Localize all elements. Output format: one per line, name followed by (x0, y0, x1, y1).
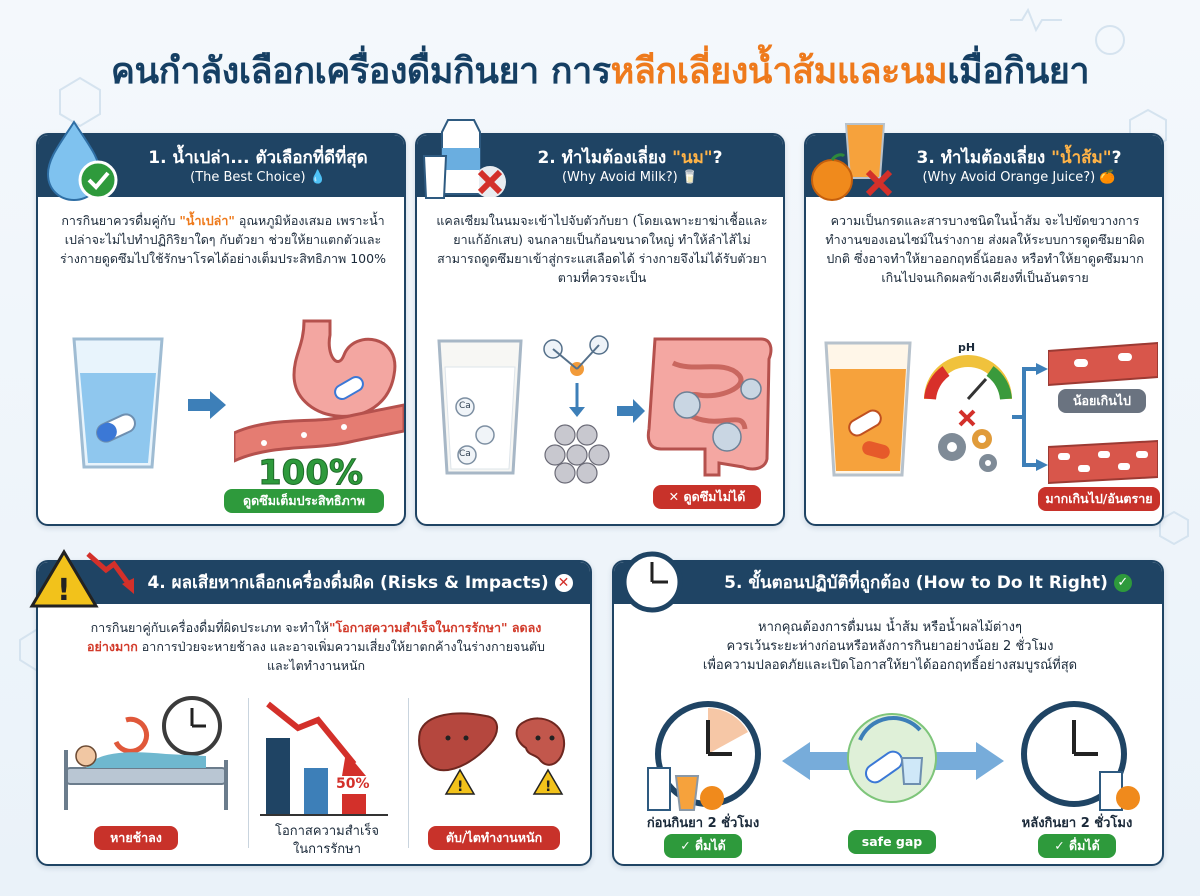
alarm-clock-icon (621, 551, 683, 613)
card-orange-juice: 3. ทำไมต้องเลี่ยง "น้ำส้ม"? (Why Avoid O… (804, 133, 1164, 526)
arrow-right-icon (188, 391, 226, 419)
card-milk-badge: ✕ ดูดซึมไม่ได้ (653, 485, 761, 509)
card-risks-title: 4. ผลเสียหากเลือกเครื่องดื่มผิด (Risks &… (130, 572, 590, 594)
card-risks-header: 4. ผลเสียหากเลือกเครื่องดื่มผิด (Risks &… (38, 562, 590, 604)
card-milk-subtitle: (Why Avoid Milk?) 🥛 (561, 170, 699, 185)
clock-before-icon (647, 701, 761, 811)
card-water-badge: ดูดซึมเต็มประสิทธิภาพ (224, 489, 384, 513)
blood-vessel-high-icon (1048, 439, 1158, 485)
card-howto-header: 5. ขั้นตอนปฏิบัติที่ถูกต้อง (How to Do I… (614, 562, 1162, 604)
water-drop-check-icon (46, 120, 118, 202)
divider (408, 698, 409, 848)
split-arrow-icon (1012, 363, 1048, 471)
card-oj-subtitle: (Why Avoid Orange Juice?) 🍊 (922, 170, 1116, 185)
chart-caption-line1: โอกาสความสำเร็จ (274, 824, 380, 839)
svg-text:!: ! (457, 779, 463, 795)
card-howto-text: หากคุณต้องการดื่มนม น้ำส้ม หรือน้ำผลไม้ต… (702, 620, 1078, 673)
calcium-binding-diagram (543, 335, 610, 484)
card-how-to: 5. ขั้นตอนปฏิบัติที่ถูกต้อง (How to Do I… (612, 560, 1164, 866)
badge-ok-after: ✓ ดื่มได้ (1038, 834, 1116, 858)
stomach-intestine-icon (234, 319, 404, 463)
clock-after-icon (1021, 701, 1140, 811)
declining-bar-chart-icon (260, 701, 388, 816)
warning-sign-icon: ! (29, 549, 134, 608)
safe-gap-label: safe gap (848, 830, 936, 854)
check-icon: ✓ (1113, 574, 1132, 592)
badge-too-much-danger: มากเกินไป/อันตราย (1038, 487, 1160, 511)
badge-liver-kidney: ตับ/ไตทำงานหนัก (428, 826, 560, 850)
after-label: หลังกินยา 2 ชั่วโมง (1021, 816, 1133, 831)
liver-kidney-warning-icon: ! ! (418, 712, 566, 795)
card-oj-text: ความเป็นกรดและสารบางชนิดในน้ำส้ม จะไปขัด… (825, 213, 1145, 285)
ph-gauge-gears-icon (924, 355, 1012, 472)
pill-glass-gap-icon (847, 713, 937, 803)
card-howto-title: 5. ขั้นตอนปฏิบัติที่ถูกต้อง (How to Do I… (694, 572, 1162, 594)
cross-icon: ✕ (554, 574, 573, 592)
percent-label: 50% (336, 776, 370, 792)
arrow-right-icon (617, 399, 645, 423)
badge-slow-recovery: หายช้าลง (94, 826, 178, 850)
milk-carton-cross-icon (422, 119, 506, 199)
card-water-title: 1. น้ำเปล่า... ตัวเลือกที่ดีที่สุด (148, 148, 368, 168)
glass-of-orange-juice-icon (824, 341, 912, 477)
badge-too-little: น้อยเกินไป (1058, 389, 1146, 413)
ph-label: pH (958, 341, 976, 354)
title-highlight: หลีกเลี่ยงน้ำส้มและนม (610, 51, 948, 92)
glass-of-milk-icon (437, 339, 523, 475)
calcium-label-1: Ca (459, 401, 471, 411)
patient-in-bed-clock-icon (64, 696, 228, 810)
chart-caption-line2: ในการรักษา (292, 842, 362, 857)
card-risks: 4. ผลเสียหากเลือกเครื่องดื่มผิด (Risks &… (36, 560, 592, 866)
card-milk-title: 2. ทำไมต้องเลี่ยง "นม"? (537, 148, 723, 168)
before-label: ก่อนกินยา 2 ชั่วโมง (646, 816, 760, 831)
svg-text:!: ! (57, 573, 71, 608)
card-milk-text: แคลเซียมในนมจะเข้าไปจับตัวกับยา (โดยเฉพา… (436, 213, 768, 285)
glass-of-water-icon (72, 337, 164, 469)
blood-vessel-low-icon (1048, 341, 1158, 387)
svg-text:!: ! (545, 779, 551, 795)
calcium-label-2: Ca (459, 449, 471, 459)
card-risks-text: การกินยาคู่กับเครื่องดื่มที่ผิดประเภท จะ… (87, 620, 545, 673)
intestine-icon (646, 337, 773, 477)
card-milk: 2. ทำไมต้องเลี่ยง "นม"? (Why Avoid Milk?… (415, 133, 785, 526)
page-title: คนกำลังเลือกเครื่องดื่มกินยา การหลีกเลี่… (110, 51, 1090, 92)
card-water-text: การกินยาควรดื่มคู่กับ "น้ำเปล่า" อุณหภูม… (60, 213, 386, 266)
badge-ok-before: ✓ ดื่มได้ (664, 834, 742, 858)
card-water-subtitle: (The Best Choice) 💧 (190, 170, 326, 185)
orange-juice-cross-icon (811, 123, 893, 201)
card-oj-title: 3. ทำไมต้องเลี่ยง "น้ำส้ม"? (916, 148, 1122, 168)
big-percent-label: 100% (257, 453, 364, 494)
divider (248, 698, 249, 848)
